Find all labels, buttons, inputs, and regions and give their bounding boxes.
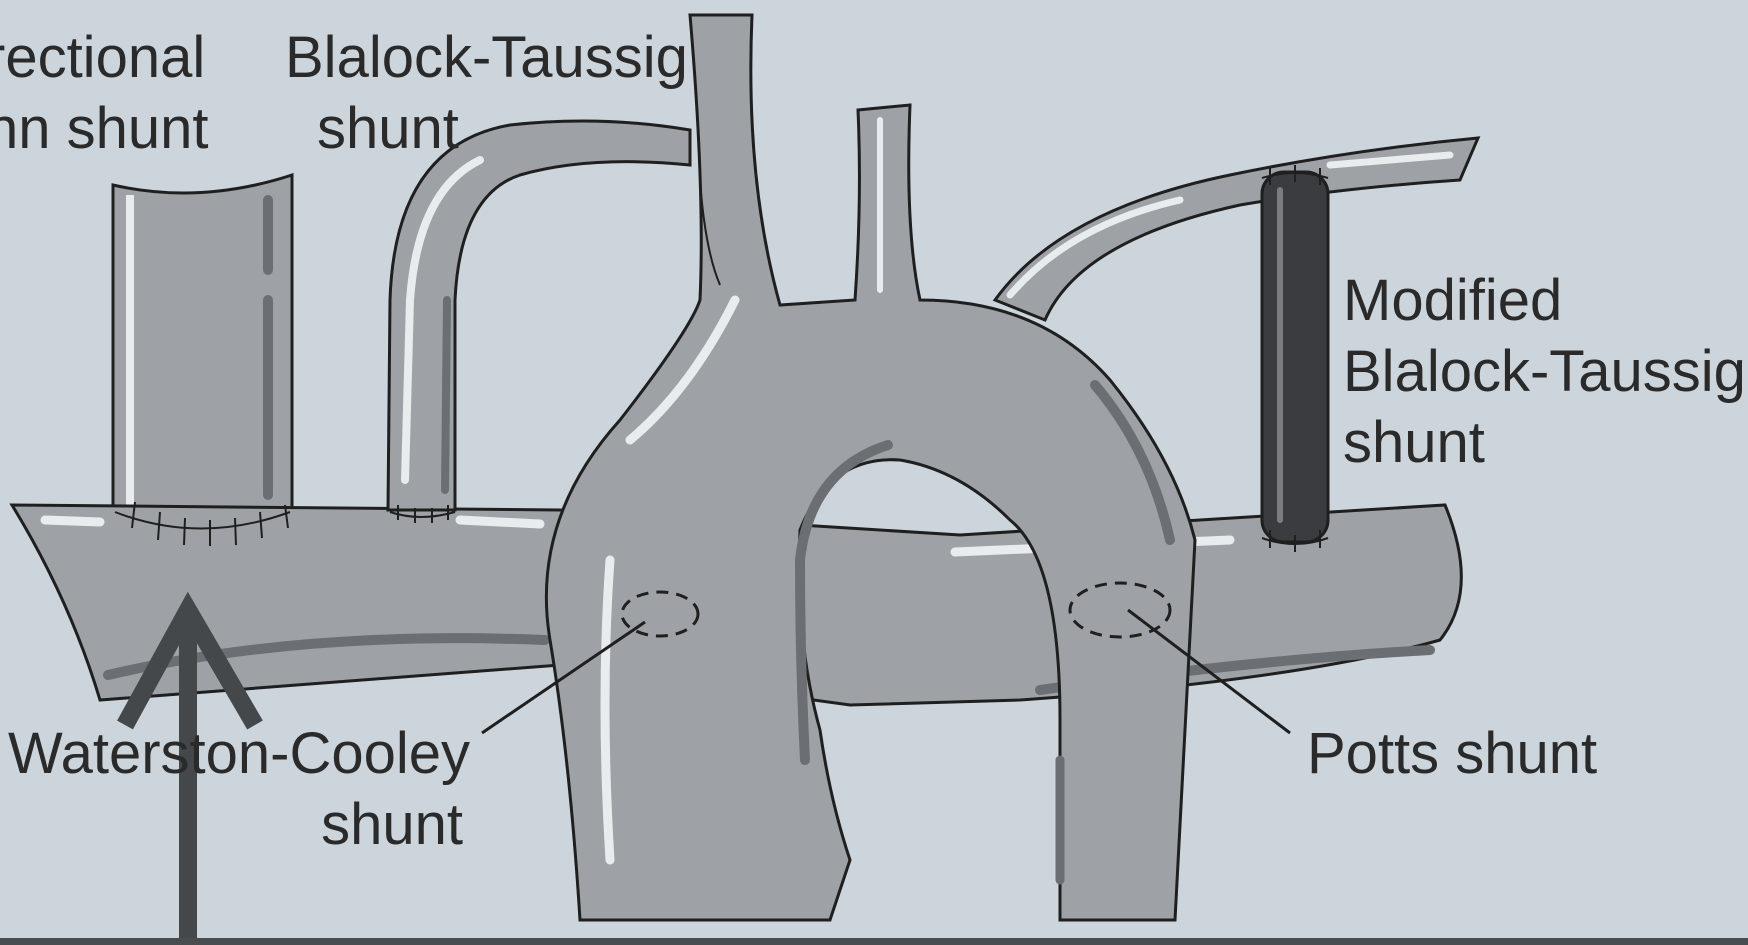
modified-bt-label-line1: Modified	[1343, 265, 1746, 336]
bottom-border	[0, 938, 1748, 945]
bt-label-line2: shunt	[285, 93, 688, 164]
bt-shunt-label: Blalock-Taussig shunt	[285, 22, 688, 164]
glenn-label-line1: rectional	[0, 22, 201, 93]
bt-label-line1: Blalock-Taussig	[285, 22, 688, 93]
modified-bt-graft	[1262, 172, 1328, 542]
waterston-label-line2: shunt	[8, 789, 463, 860]
potts-label-line1: Potts shunt	[1307, 718, 1597, 789]
glenn-shunt-label: rectional nn shunt	[0, 22, 201, 164]
modified-bt-label-line2: Blalock-Taussig	[1343, 336, 1746, 407]
glenn-label-line2: nn shunt	[0, 93, 201, 164]
potts-shunt-label: Potts shunt	[1307, 718, 1597, 789]
waterston-cooley-shunt-label: Waterston-Cooley shunt	[8, 718, 463, 860]
modified-bt-label-line3: shunt	[1343, 407, 1746, 478]
waterston-label-line1: Waterston-Cooley	[8, 718, 463, 789]
modified-bt-shunt-label: Modified Blalock-Taussig shunt	[1343, 265, 1746, 478]
glenn-shunt-vessel	[113, 175, 292, 510]
